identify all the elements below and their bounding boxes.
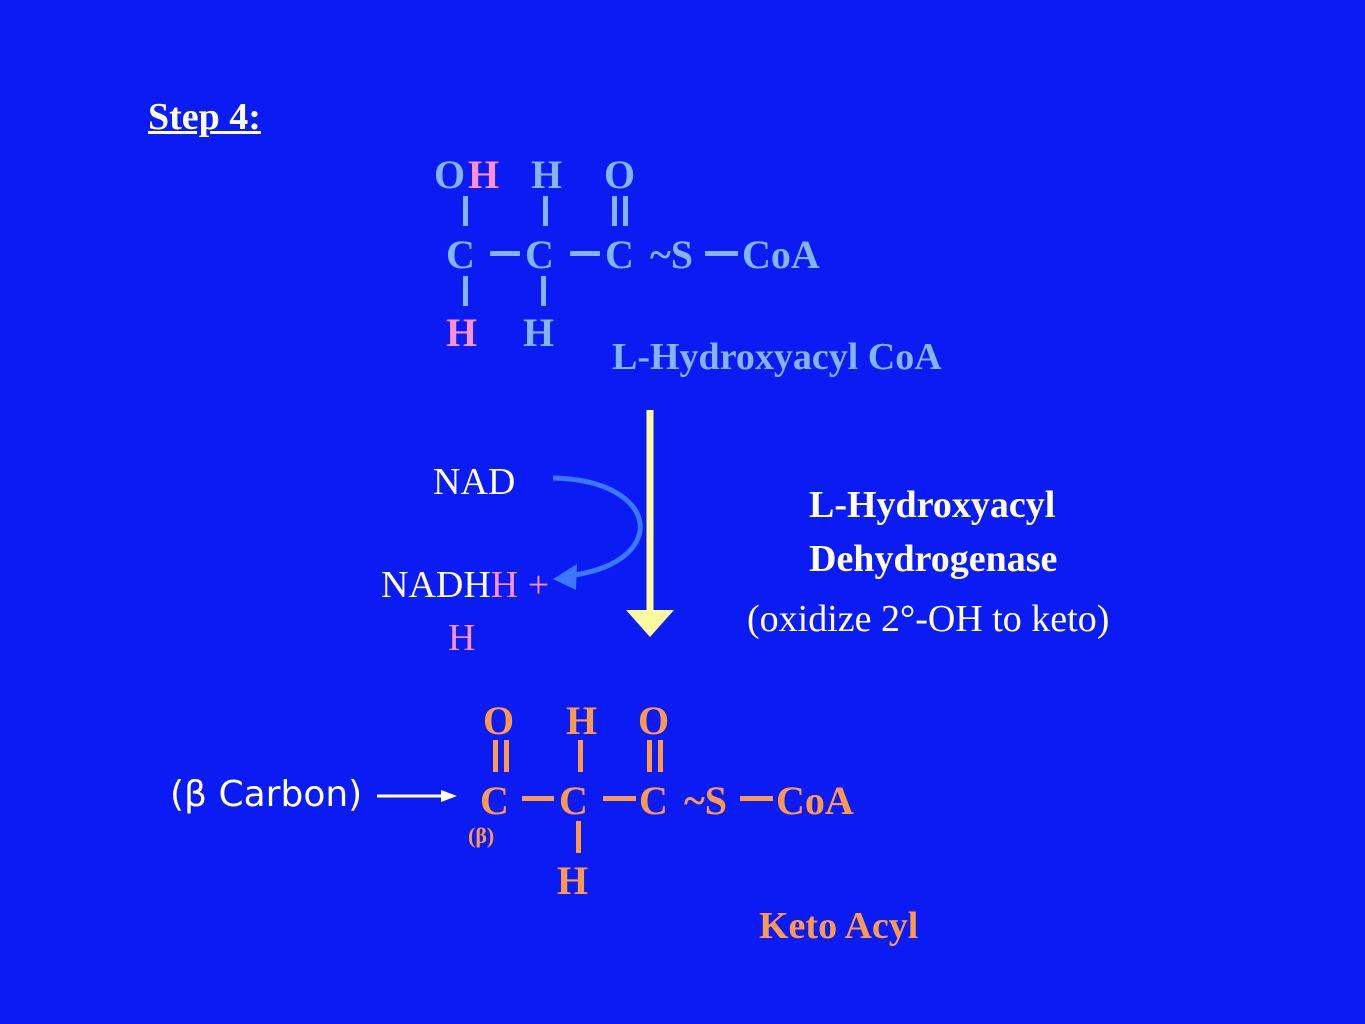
reactant-bond-c1-top — [463, 196, 468, 226]
product-carbon-2: C — [559, 778, 588, 823]
reactant-bond-s-coa — [705, 251, 738, 256]
beta-pointer-head — [441, 790, 457, 802]
reactant-coa: CoA — [742, 232, 820, 277]
cofactor-nadh-h: H — [490, 564, 519, 606]
reactant-bond-c2-bottom — [541, 276, 546, 306]
reactant-carbon-3: C — [605, 232, 634, 277]
step-title: Step 4: — [148, 96, 261, 138]
product-carbon-3: C — [639, 778, 668, 823]
beta-carbon-label: (β Carbon) — [170, 777, 362, 813]
product-double-bond-c1-a — [493, 740, 498, 772]
product-bond-s-coa — [740, 796, 773, 801]
product-c2-bottom-hydrogen: H — [557, 858, 589, 903]
reactant-carbonyl-oxygen: O — [604, 152, 636, 197]
reactant-bond-c2-c3 — [570, 251, 600, 256]
reactant-oh-oxygen: O — [434, 152, 466, 197]
cofactor-nadh: NADHH + — [381, 566, 549, 604]
product-beta-mark: (β) — [468, 823, 495, 848]
product-double-bond-c3-a — [647, 740, 652, 772]
product-coa: CoA — [776, 778, 854, 823]
reactant-bond-c1-c2 — [490, 251, 520, 256]
reactant-double-bond-a — [612, 196, 617, 226]
cofactor-arrow-head — [553, 564, 577, 590]
enzyme-note: (oxidize 2°-OH to keto) — [747, 598, 1110, 640]
reactant-c1-bottom-hydrogen: H — [446, 310, 478, 355]
reactant-oh-hydrogen: H — [468, 152, 500, 197]
reactant-double-bond-b — [623, 196, 628, 226]
reactant-name: L-Hydroxyacyl CoA — [612, 336, 942, 378]
enzyme-name-line1: L-Hydroxyacyl — [809, 484, 1056, 526]
product-bond-c1-c2 — [522, 796, 554, 801]
product-thioester-s: ~S — [684, 778, 728, 823]
cofactor-nadh-main: NADH — [381, 564, 491, 606]
cofactor-proton: H — [448, 617, 476, 659]
product-bond-c2-bottom — [576, 821, 581, 853]
cofactor-nad: NAD — [433, 461, 516, 503]
product-carbonyl-oxygen: O — [638, 698, 670, 743]
product-double-bond-c1-b — [504, 740, 509, 772]
product-carbon-1: C — [480, 778, 509, 823]
reactant-carbon-1: C — [446, 232, 475, 277]
product-double-bond-c3-b — [658, 740, 663, 772]
reactant-carbon-2: C — [525, 232, 554, 277]
reactant-bond-c1-bottom — [463, 276, 468, 306]
product-bond-c2-top — [578, 740, 583, 772]
reaction-arrow-head — [626, 610, 674, 637]
product-bond-c2-c3 — [603, 796, 636, 801]
reactant-bond-c2-top — [543, 196, 548, 226]
product-c2-top-hydrogen: H — [566, 698, 598, 743]
beta-carbon-label-text: (β Carbon) — [170, 774, 363, 815]
reactant-thioester-s: ~S — [650, 232, 694, 277]
product-name: Keto Acyl — [759, 905, 919, 947]
cofactor-nadh-plus: + — [527, 564, 550, 606]
reactant-c2-bottom-hydrogen: H — [523, 310, 555, 355]
enzyme-name-line2: Dehydrogenase — [809, 538, 1058, 580]
reactant-c2-top-hydrogen: H — [531, 152, 563, 197]
cofactor-curved-arrow — [552, 475, 643, 578]
product-keto-oxygen: O — [483, 698, 515, 743]
